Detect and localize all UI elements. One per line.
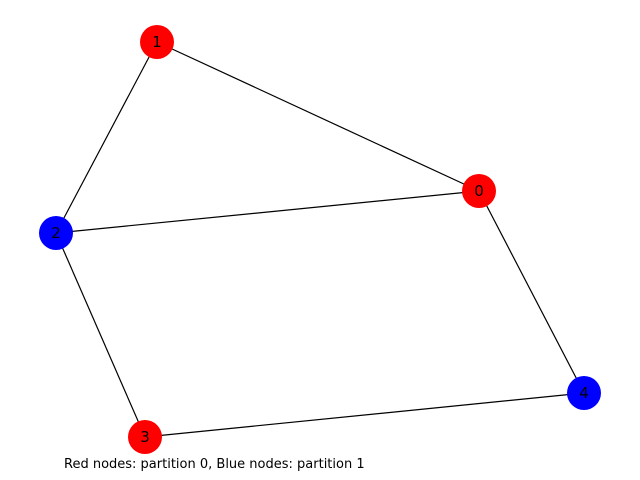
node-3-label: 3 [140,428,150,446]
edge-0-4 [478,190,585,394]
node-0: 0 [462,174,496,208]
edges-layer [55,41,585,438]
edge-3-4 [144,392,585,438]
nodes-layer: 0 1 2 3 4 [39,25,601,454]
node-1-label: 1 [152,33,162,51]
node-2-label: 2 [51,224,61,242]
node-3: 3 [128,420,162,454]
node-0-label: 0 [474,182,484,200]
edge-2-0 [55,190,480,234]
node-1: 1 [140,25,174,59]
node-4: 4 [567,376,601,410]
node-2: 2 [39,216,73,250]
edge-1-0 [156,41,480,192]
node-2-circle [39,216,73,250]
node-4-label: 4 [579,384,589,402]
node-0-circle [462,174,496,208]
node-1-circle [140,25,174,59]
partition-legend-caption: Red nodes: partition 0, Blue nodes: part… [64,457,365,472]
node-3-circle [128,420,162,454]
node-4-circle [567,376,601,410]
edge-2-3 [55,232,146,438]
edge-1-2 [55,41,158,234]
